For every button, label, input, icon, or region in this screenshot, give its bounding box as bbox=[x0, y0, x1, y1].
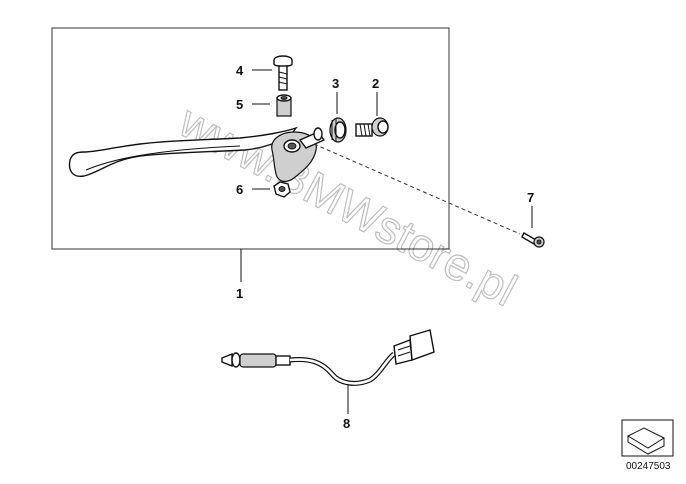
leader-lines bbox=[240, 69, 533, 414]
lock-nut-drawing bbox=[329, 117, 347, 143]
diagram-reference-number: 00247503 bbox=[626, 461, 671, 472]
callout-8: 8 bbox=[343, 416, 350, 431]
callout-5: 5 bbox=[236, 97, 243, 112]
small-screw-drawing bbox=[521, 232, 545, 248]
clutch-switch-drawing bbox=[221, 329, 435, 386]
bushing-drawing bbox=[276, 94, 292, 117]
callout-7: 7 bbox=[527, 190, 534, 205]
diagram-reference-icon bbox=[621, 419, 674, 457]
assembly-frame bbox=[51, 27, 450, 250]
ring-drawing bbox=[313, 127, 323, 141]
callout-3: 3 bbox=[332, 76, 339, 91]
assembly-dashed-line bbox=[313, 143, 521, 235]
callout-4: 4 bbox=[236, 63, 244, 78]
watermark-text: www.BMWstore.pl bbox=[170, 94, 525, 316]
nut-drawing bbox=[273, 181, 291, 198]
adjusting-screw-drawing bbox=[355, 117, 389, 137]
callout-6: 6 bbox=[236, 182, 243, 197]
callout-1: 1 bbox=[236, 286, 243, 301]
callout-2: 2 bbox=[372, 76, 379, 91]
screw-drawing bbox=[273, 55, 293, 91]
